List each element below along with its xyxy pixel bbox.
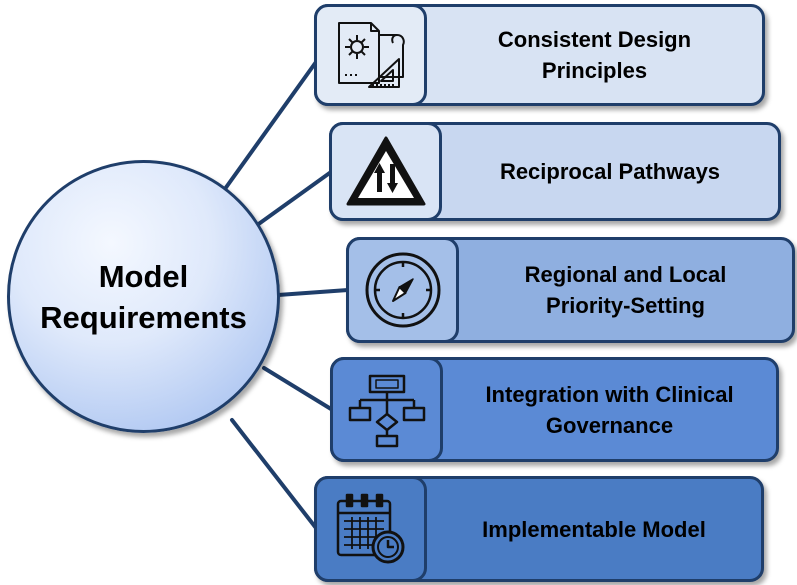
icon-box bbox=[346, 237, 459, 343]
flowchart-icon bbox=[348, 374, 425, 447]
icon-box bbox=[314, 4, 427, 106]
connector-2 bbox=[251, 170, 333, 230]
compass-icon bbox=[365, 252, 440, 328]
connector-1 bbox=[215, 60, 318, 202]
two-way-traffic-sign-icon bbox=[346, 136, 425, 205]
requirement-label: Integration with Clinical Governance bbox=[443, 360, 776, 459]
blueprint-gear-icon bbox=[337, 22, 405, 88]
requirement-label: Regional and Local Priority-Setting bbox=[459, 240, 792, 340]
requirement-reciprocal-pathways: Reciprocal Pathways bbox=[329, 122, 781, 221]
hub-title-line2: Requirements bbox=[40, 299, 247, 335]
icon-box bbox=[314, 476, 427, 582]
requirement-implementable-model: Implementable Model bbox=[314, 476, 764, 582]
label-line1: Consistent Design bbox=[497, 27, 692, 52]
hub-title-line1: Model bbox=[98, 258, 189, 294]
label-line1: Reciprocal Pathways bbox=[499, 159, 721, 184]
label-line2: Principles bbox=[541, 58, 648, 83]
requirement-label: Reciprocal Pathways bbox=[442, 125, 778, 218]
calendar-clock-icon bbox=[336, 493, 404, 564]
requirement-label: Consistent Design Principles bbox=[427, 7, 762, 103]
requirement-label: Implementable Model bbox=[427, 479, 761, 579]
label-line2: Governance bbox=[545, 412, 674, 438]
connector-5 bbox=[230, 418, 318, 530]
requirement-regional-local-priority-setting: Regional and Local Priority-Setting bbox=[346, 237, 795, 343]
icon-box bbox=[329, 122, 442, 221]
label-line1: Implementable Model bbox=[482, 516, 706, 542]
connector-3 bbox=[276, 288, 350, 297]
requirement-consistent-design-principles: Consistent Design Principles bbox=[314, 4, 765, 106]
label-line2: Priority-Setting bbox=[546, 293, 705, 318]
connector-4 bbox=[262, 366, 333, 411]
requirement-integration-clinical-governance: Integration with Clinical Governance bbox=[330, 357, 779, 462]
model-requirements-hub: Model Requirements bbox=[7, 160, 280, 433]
label-line1: Regional and Local bbox=[524, 262, 727, 287]
icon-box bbox=[330, 357, 443, 462]
label-line1: Integration with Clinical bbox=[485, 381, 734, 407]
